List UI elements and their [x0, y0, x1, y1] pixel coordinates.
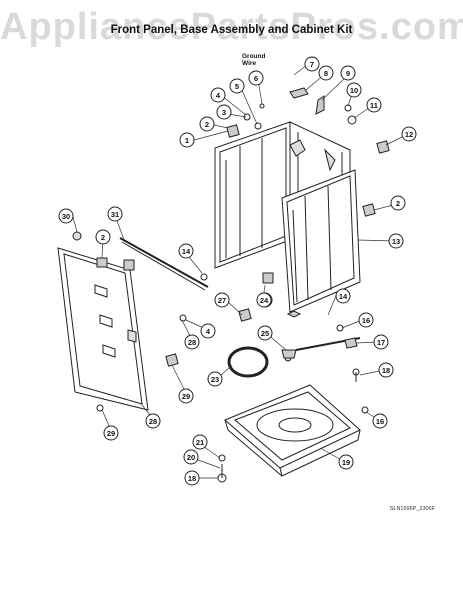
svg-text:1: 1	[185, 136, 189, 145]
svg-text:25: 25	[261, 329, 269, 338]
svg-text:23: 23	[211, 375, 219, 384]
cabinet-right-panel	[281, 169, 361, 313]
callout-16: 16	[358, 312, 374, 328]
svg-text:30: 30	[62, 212, 70, 221]
svg-text:19: 19	[342, 458, 350, 467]
svg-text:27: 27	[218, 296, 226, 305]
front-panel-top-rail	[119, 237, 209, 288]
callout-9: 9	[340, 65, 356, 81]
callout-27: 29	[178, 388, 194, 404]
svg-text:11: 11	[370, 101, 378, 110]
svg-text:18: 18	[188, 474, 196, 483]
callout-3: 3	[216, 104, 232, 120]
leader-lines	[72, 64, 409, 479]
svg-text:29: 29	[107, 429, 115, 438]
svg-text:2: 2	[396, 199, 400, 208]
ground-wire-label: Ground Wire	[242, 53, 266, 67]
callout-30: 30	[58, 208, 74, 224]
svg-text:7: 7	[310, 60, 314, 69]
svg-text:13: 13	[392, 237, 400, 246]
callout-26: 28	[184, 334, 200, 350]
diagram-title: Front Panel, Base Assembly and Cabinet K…	[110, 24, 353, 36]
callout-18: 18	[378, 362, 394, 378]
callout-17: 17	[373, 334, 389, 350]
watermark: AppliancePartsPros.com	[0, 6, 463, 48]
svg-text:20: 20	[187, 453, 195, 462]
svg-text:12: 12	[405, 130, 413, 139]
svg-text:28: 28	[149, 417, 157, 426]
callout-29	[103, 425, 119, 441]
svg-text:14: 14	[339, 292, 348, 301]
callout-12: 12	[401, 126, 417, 142]
callout-16b: 16	[372, 413, 388, 429]
ring-part	[227, 346, 269, 378]
callout-5: 5	[229, 78, 245, 94]
callout-6: 6	[248, 70, 264, 86]
callout-22: 23	[207, 371, 223, 387]
callout-4b: 4	[200, 323, 216, 339]
callout-14: 14	[178, 243, 194, 259]
diagram-code: SLN1596P_2306F	[389, 506, 435, 512]
svg-text:10: 10	[350, 86, 358, 95]
callout-7: 7	[304, 56, 320, 72]
callout-2b: 2	[390, 195, 406, 211]
callout-13: 13	[388, 233, 404, 249]
callout-20: 20	[183, 449, 199, 465]
callout-31: 31	[107, 206, 123, 222]
svg-text:17: 17	[377, 338, 385, 347]
callout-23: 25	[257, 325, 273, 341]
callout-21: 21	[192, 434, 208, 450]
callout-19: 19	[338, 454, 354, 470]
callout-25: 27	[214, 292, 230, 308]
svg-text:6: 6	[254, 74, 258, 83]
svg-text:28: 28	[188, 338, 196, 347]
svg-text:31: 31	[111, 210, 119, 219]
callout-28-label: 28	[149, 417, 157, 426]
callout-14b: 14	[335, 288, 351, 304]
callout-11: 11	[366, 97, 382, 113]
svg-text:14: 14	[182, 247, 191, 256]
svg-text:24: 24	[260, 296, 269, 305]
svg-text:4: 4	[206, 327, 211, 336]
callout-2: 2	[199, 116, 215, 132]
callouts: 1 2 3 4 5 6 7 8 9 10 11 12 2 13 30 31 2 …	[58, 56, 417, 486]
svg-text:9: 9	[346, 69, 350, 78]
callout-1: 1	[179, 132, 195, 148]
svg-text:2: 2	[101, 233, 105, 242]
callout-2c: 2	[95, 229, 111, 245]
callout-10: 10	[346, 82, 362, 98]
front-panel	[57, 247, 149, 411]
svg-text:8: 8	[324, 69, 328, 78]
svg-text:16: 16	[376, 417, 384, 426]
svg-text:29: 29	[182, 392, 190, 401]
svg-text:5: 5	[235, 82, 239, 91]
svg-text:18: 18	[382, 366, 390, 375]
svg-text:21: 21	[196, 438, 204, 447]
svg-text:4: 4	[216, 91, 221, 100]
svg-text:16: 16	[362, 316, 370, 325]
callout-8: 8	[318, 65, 334, 81]
svg-text:3: 3	[222, 108, 226, 117]
callout-18b: 18	[184, 470, 200, 486]
svg-text:2: 2	[205, 120, 209, 129]
callout-24c: 24	[256, 292, 272, 308]
callout-29-label: 29	[107, 429, 115, 438]
callout-4: 4	[210, 87, 226, 103]
cabinet-left-panel	[214, 121, 291, 269]
base-assembly	[224, 384, 361, 477]
callout-28	[145, 413, 161, 429]
